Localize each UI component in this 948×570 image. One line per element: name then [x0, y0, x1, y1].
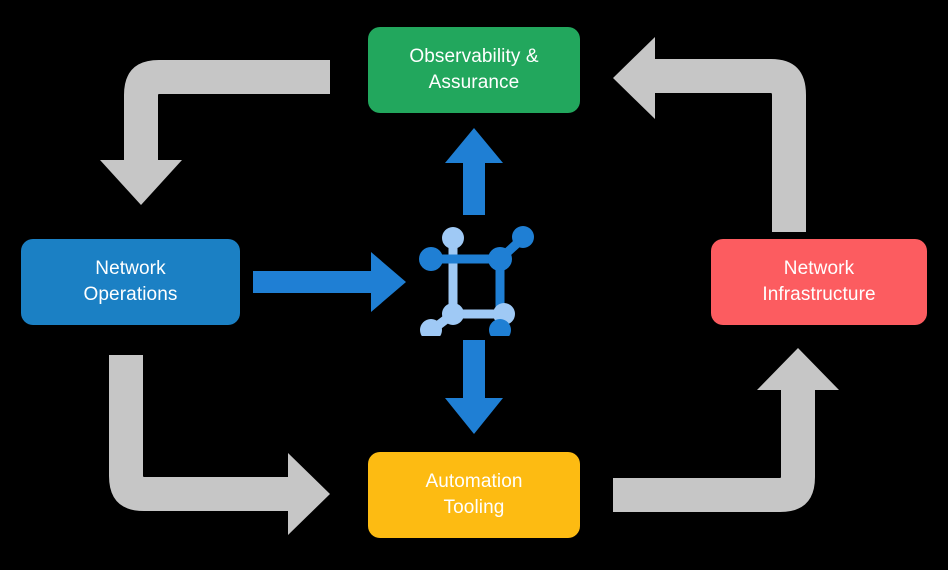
gray-elbow-bottom-right: [613, 348, 839, 512]
blue-arrow-right: [253, 252, 406, 312]
topology-dark-nodes: [419, 226, 534, 336]
gray-elbow-top-left: [100, 60, 330, 205]
gray-elbow-top-right: [613, 37, 806, 232]
node-box-observability[interactable]: Observability & Assurance: [368, 27, 580, 113]
network-topology-icon: [419, 226, 534, 336]
topology-light-nodes: [420, 227, 515, 336]
blue-arrow-up: [445, 128, 503, 215]
node-box-automation-tooling[interactable]: Automation Tooling: [368, 452, 580, 538]
blue-arrow-down: [445, 340, 503, 434]
node-box-network-operations[interactable]: Network Operations: [21, 239, 240, 325]
gray-elbow-bottom-left: [109, 355, 330, 535]
node-box-network-infrastructure[interactable]: Network Infrastructure: [711, 239, 927, 325]
